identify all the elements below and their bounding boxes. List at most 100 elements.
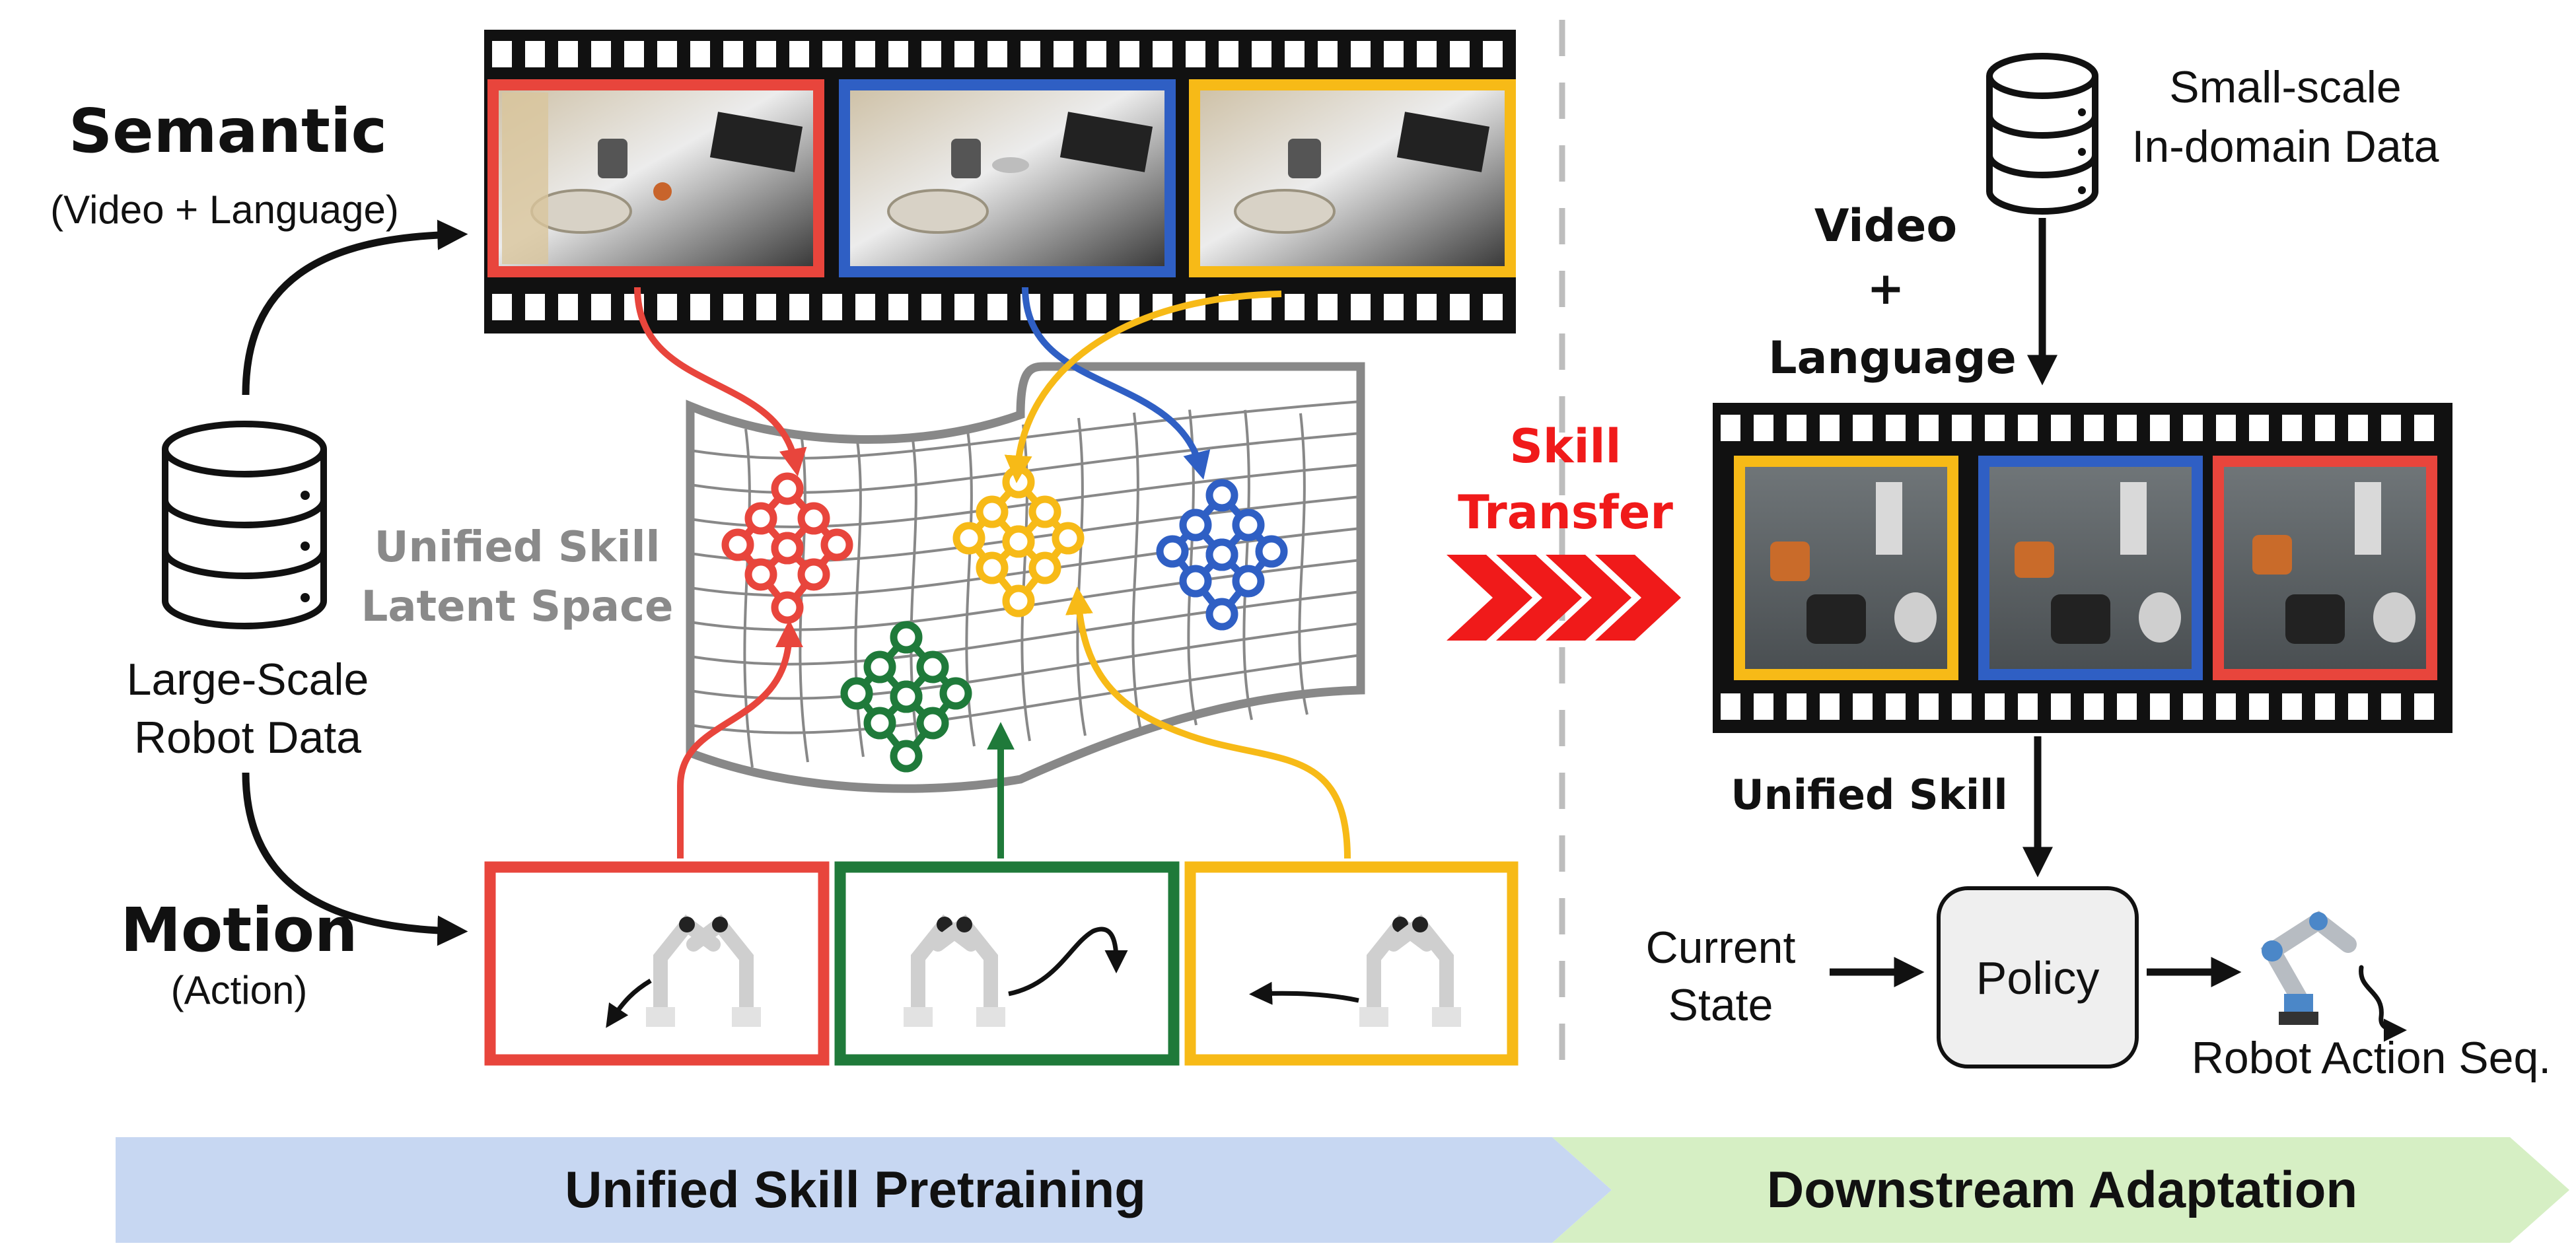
robot-arm-icon xyxy=(931,914,1005,1027)
film-sprocket-hole xyxy=(657,41,677,67)
film-sprocket-hole xyxy=(1483,41,1503,67)
film-sprocket-hole xyxy=(1318,41,1338,67)
film-sprocket-hole xyxy=(855,294,875,320)
film-sprocket-hole xyxy=(690,294,710,320)
film-sprocket-hole xyxy=(1919,415,1939,441)
robot-arm-icon xyxy=(686,914,761,1027)
film-sprocket-hole xyxy=(1219,41,1238,67)
film-sprocket-hole xyxy=(1450,294,1470,320)
film-sprocket-hole xyxy=(1985,415,2005,441)
film-sprocket-hole xyxy=(2282,415,2302,441)
film-sprocket-hole xyxy=(1120,294,1139,320)
pretraining-bar xyxy=(116,1137,1612,1243)
film-sprocket-hole xyxy=(2183,415,2203,441)
latent-grid-line xyxy=(690,400,1361,460)
motion-title: Motion xyxy=(121,895,358,965)
film-sprocket-hole xyxy=(1721,415,1740,441)
film-sprocket-hole xyxy=(1186,41,1205,67)
latent-grid-line xyxy=(1131,412,1142,731)
film-sprocket-hole xyxy=(1252,41,1271,67)
phase-bar: Unified Skill Pretraining Downstream Ada… xyxy=(116,1137,2569,1243)
film-sprocket-hole xyxy=(987,41,1007,67)
film-sprocket-hole xyxy=(1417,294,1437,320)
robot-arm-icon xyxy=(2260,911,2407,1042)
motion-trajectory-yellow xyxy=(1249,981,1359,1005)
film-sprocket-hole xyxy=(690,41,710,67)
film-sprocket-hole xyxy=(591,41,611,67)
film-sprocket-hole xyxy=(2381,693,2401,720)
film-sprockets-top xyxy=(1721,415,2434,441)
film-sprocket-hole xyxy=(822,41,842,67)
database-icon xyxy=(1986,53,2098,215)
film-sprocket-hole xyxy=(1721,693,1740,720)
current-state-label-line1: Current xyxy=(1646,923,1796,973)
film-sprocket-hole xyxy=(1787,693,1807,720)
motion-frame-green xyxy=(834,861,1180,1066)
film-sprocket-hole xyxy=(756,294,776,320)
robot-arm-icon xyxy=(1386,914,1461,1027)
downstream-frame-yellow xyxy=(1734,456,1958,680)
film-sprocket-hole xyxy=(558,41,578,67)
film-sprocket-hole xyxy=(1351,41,1371,67)
film-sprocket-hole xyxy=(2249,415,2269,441)
film-sprocket-hole xyxy=(591,294,611,320)
film-sprocket-hole xyxy=(1417,41,1437,67)
film-sprocket-hole xyxy=(1886,693,1906,720)
latent-grid-line xyxy=(690,559,1361,631)
film-sprocket-hole xyxy=(2051,693,2071,720)
film-sprocket-hole xyxy=(525,41,545,67)
connector-red-motion xyxy=(677,619,803,858)
database-icon xyxy=(162,421,327,629)
film-sprocket-hole xyxy=(1754,693,1773,720)
film-sprocket-hole xyxy=(1087,41,1106,67)
film-sprocket-hole xyxy=(756,41,776,67)
latent-grid-line xyxy=(1076,417,1087,736)
film-sprockets-bottom xyxy=(492,294,1503,320)
film-sprocket-hole xyxy=(2414,693,2434,720)
film-sprocket-hole xyxy=(1853,415,1873,441)
film-sprocket-hole xyxy=(2414,415,2434,441)
adaptation-bar xyxy=(1552,1137,2569,1243)
film-sprocket-hole xyxy=(822,294,842,320)
film-sprocket-hole xyxy=(1153,41,1172,67)
database-label-line1: Large-Scale xyxy=(127,654,369,705)
film-sprocket-hole xyxy=(1820,693,1840,720)
film-sprocket-hole xyxy=(921,294,941,320)
film-sprocket-hole xyxy=(789,41,809,67)
neural-network-icon xyxy=(840,621,972,773)
film-sprocket-hole xyxy=(1952,693,1972,720)
film-sprockets-top xyxy=(492,41,1503,67)
film-sprocket-hole xyxy=(1285,294,1305,320)
semantic-title: Semantic xyxy=(69,96,387,166)
latent-space-label-line1: Unified Skill xyxy=(375,523,661,572)
downstream-frame-red xyxy=(2213,456,2437,680)
film-sprocket-hole xyxy=(2150,415,2170,441)
film-sprocket-hole xyxy=(2084,415,2104,441)
film-sprocket-hole xyxy=(2018,415,2038,441)
arrow-to-semantic xyxy=(242,219,468,396)
film-sprocket-hole xyxy=(2150,693,2170,720)
film-sprocket-hole xyxy=(2282,693,2302,720)
skill-transfer-label-line2: Transfer xyxy=(1458,485,1673,540)
film-sprocket-hole xyxy=(1318,294,1338,320)
film-sprockets-bottom xyxy=(1721,693,2434,720)
film-sprocket-hole xyxy=(1787,415,1807,441)
film-sprocket-hole xyxy=(657,294,677,320)
film-sprocket-hole xyxy=(1886,415,1906,441)
video-language-label-line2: + xyxy=(1867,263,1905,315)
film-sprocket-hole xyxy=(2117,693,2137,720)
arrow-to-motion xyxy=(242,772,468,946)
film-sprocket-hole xyxy=(1952,415,1972,441)
motion-frame-yellow xyxy=(1184,861,1519,1066)
film-sprocket-hole xyxy=(855,41,875,67)
film-sprocket-hole xyxy=(2117,415,2137,441)
semantic-frame-yellow xyxy=(1189,79,1516,277)
film-sprocket-hole xyxy=(954,41,974,67)
film-sprocket-hole xyxy=(1054,41,1073,67)
film-sprocket-hole xyxy=(492,41,512,67)
film-sprocket-hole xyxy=(2183,693,2203,720)
film-sprocket-hole xyxy=(723,41,743,67)
film-sprocket-hole xyxy=(987,294,1007,320)
film-sprocket-hole xyxy=(624,41,644,67)
